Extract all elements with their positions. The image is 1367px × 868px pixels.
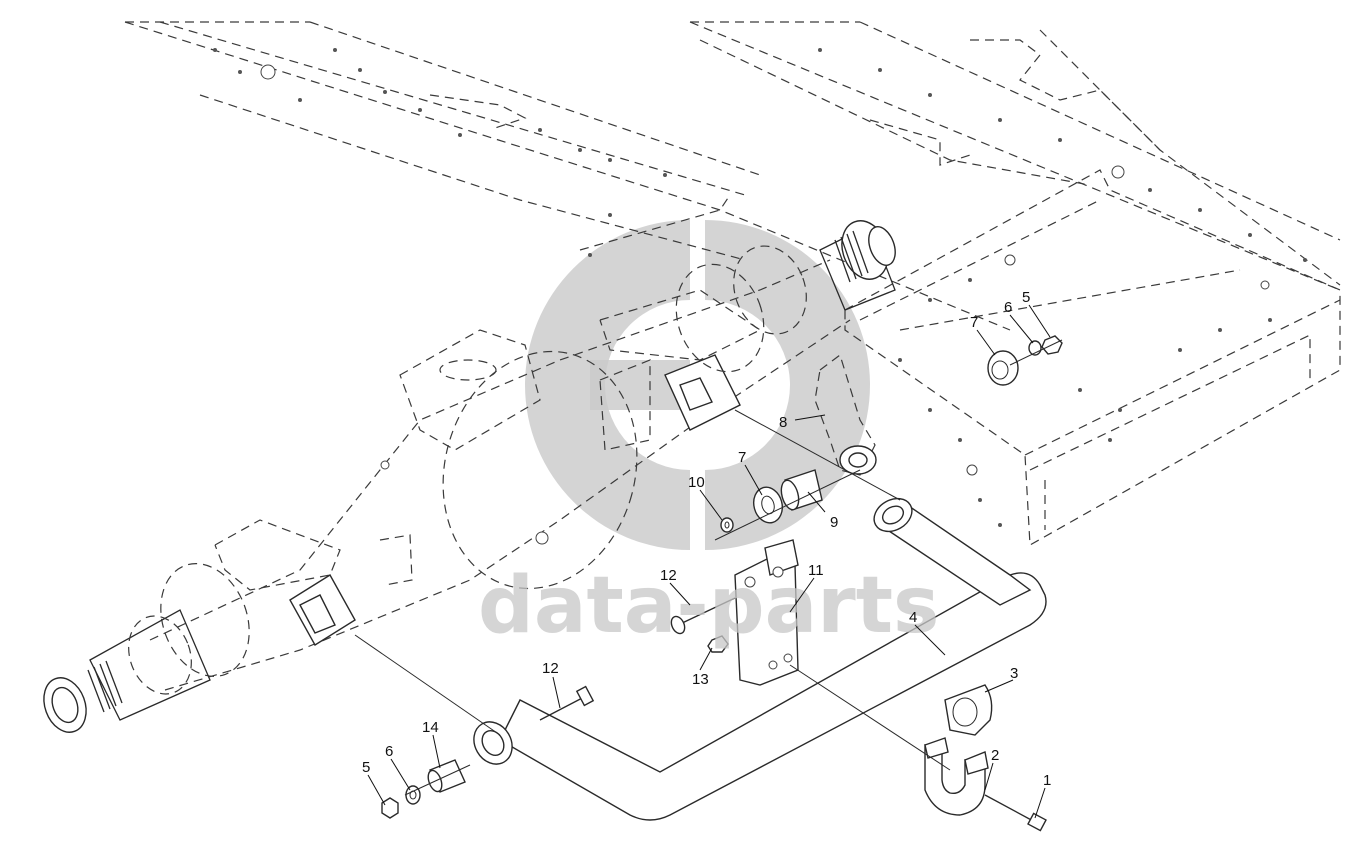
right-thread <box>834 230 869 283</box>
left-hub-spindle <box>43 563 250 733</box>
left-thread <box>87 660 123 713</box>
callout-10: 10 <box>688 474 705 491</box>
callout-5-upper: 5 <box>1022 289 1030 306</box>
part-4-anti-roll-bar <box>473 497 1047 821</box>
assembly-lines <box>354 339 1063 796</box>
part-12-upper-bolt <box>670 597 736 635</box>
callout-14: 14 <box>422 719 439 736</box>
callout-9: 9 <box>830 514 838 531</box>
part-1-bolt <box>984 794 1047 832</box>
part-11-bracket <box>734 539 799 686</box>
callout-labels: 1 2 3 4 5 5 6 6 7 7 8 9 10 11 12 12 13 1… <box>362 289 1051 789</box>
callout-7-upper: 7 <box>970 314 978 331</box>
part-8-link-arm <box>814 354 877 476</box>
callout-5-lower: 5 <box>362 759 370 776</box>
part-3-bushing <box>944 684 993 736</box>
callout-1: 1 <box>1043 772 1051 789</box>
rear-axle-housing <box>149 259 851 691</box>
callout-2: 2 <box>991 747 999 764</box>
part-2-clamp <box>924 737 989 816</box>
callout-3: 3 <box>1010 665 1018 682</box>
lower-washer-nut <box>381 785 421 819</box>
part-13-nut <box>707 635 729 653</box>
callout-6-upper: 6 <box>1004 299 1012 316</box>
middle-bushing-sleeve-washer <box>720 469 823 533</box>
part-14-bushing <box>427 759 466 793</box>
right-hub-spindle <box>675 220 896 373</box>
callout-leaders <box>367 304 1051 819</box>
callout-7-middle: 7 <box>738 449 746 466</box>
upper-bushing-washer-nut <box>987 335 1063 386</box>
callout-6-lower: 6 <box>385 743 393 760</box>
callout-8: 8 <box>779 414 787 431</box>
callout-13: 13 <box>692 671 709 688</box>
chassis-frame <box>124 21 1341 546</box>
callout-12-lower: 12 <box>542 660 559 677</box>
callout-4: 4 <box>909 609 917 626</box>
callout-11: 11 <box>808 562 824 579</box>
watermark-text: data-parts <box>478 561 939 651</box>
callout-12-upper: 12 <box>660 567 677 584</box>
part-12-lower-bolt <box>539 685 595 721</box>
